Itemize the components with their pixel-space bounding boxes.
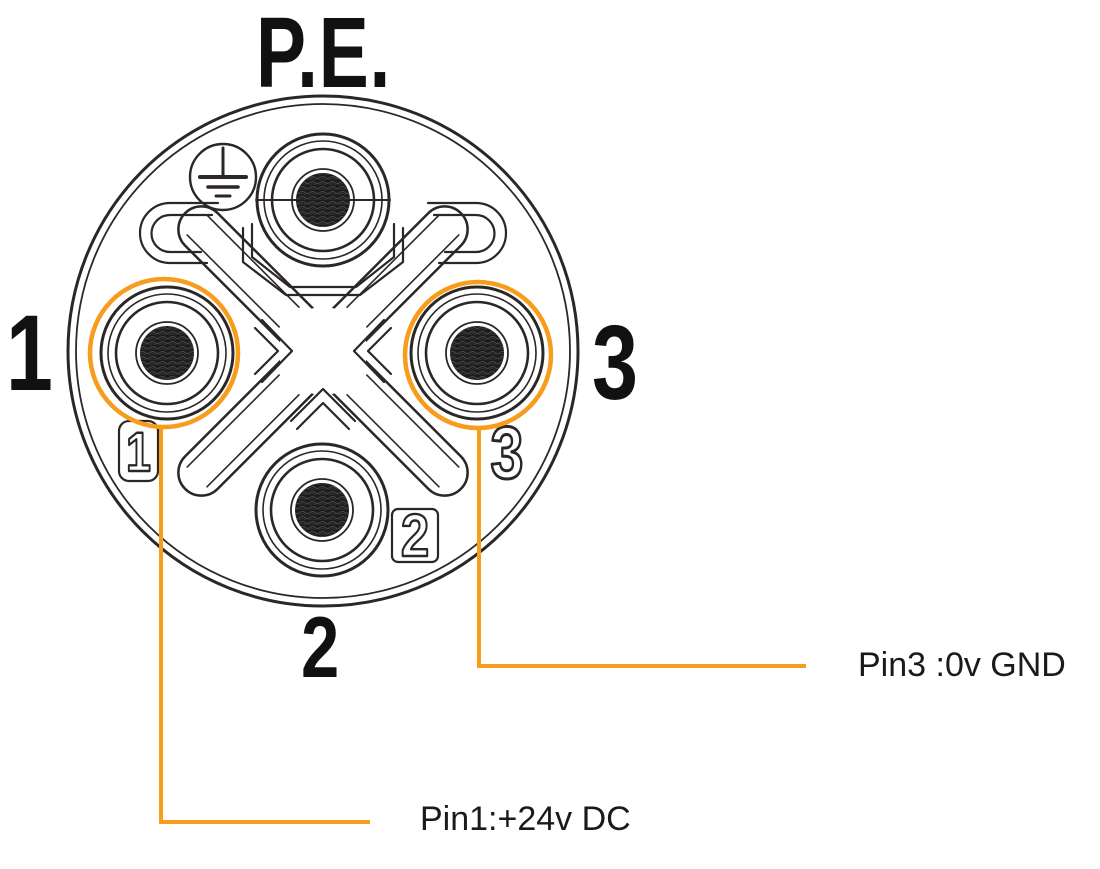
engraved-2-frame bbox=[390, 507, 440, 564]
engraved-digit-1: 1 bbox=[126, 420, 151, 483]
right-hook-groove bbox=[426, 201, 508, 265]
pe-socket-cradle bbox=[241, 222, 405, 297]
socket-1 bbox=[99, 285, 235, 421]
label-pin3: 3 bbox=[592, 304, 638, 422]
annotation-pin1: Pin1:+24v DC bbox=[420, 800, 631, 838]
annotation-pin3: Pin3 :0v GND bbox=[858, 646, 1066, 684]
center-chevrons bbox=[253, 318, 393, 431]
socket-3 bbox=[409, 285, 545, 421]
label-pe: P.E. bbox=[256, 0, 392, 109]
engraved-digit-2: 2 bbox=[401, 502, 429, 569]
leader-line-pin1 bbox=[159, 427, 370, 824]
ground-icon bbox=[188, 142, 258, 212]
socket-2 bbox=[254, 442, 390, 578]
leader-line-pin3 bbox=[477, 428, 806, 668]
left-hook-groove bbox=[138, 201, 220, 265]
highlight-circle-pin1 bbox=[87, 276, 241, 430]
callouts bbox=[87, 276, 806, 824]
x-groove bbox=[177, 205, 469, 497]
connector-face: 1 2 3 bbox=[66, 94, 580, 608]
label-pin2: 2 bbox=[301, 600, 340, 696]
label-pin1: 1 bbox=[6, 292, 53, 413]
socket-pe bbox=[255, 132, 391, 268]
